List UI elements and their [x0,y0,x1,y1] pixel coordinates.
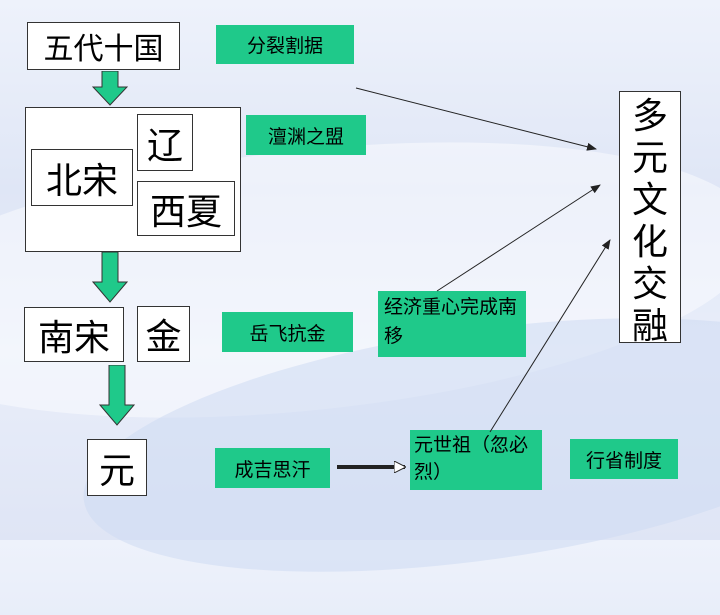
node-beisong: 北宋 [31,149,133,206]
arrow-yuanshizu-to-duoyuan [489,239,611,433]
label-fenlie-geju: 分裂割据 [216,25,354,64]
node-yuan: 元 [87,439,147,496]
node-wudai-shiguo: 五代十国 [27,22,180,70]
down-arrow-icon [92,71,128,106]
label-chengjisi-han: 成吉思汗 [215,448,330,488]
down-arrow-icon [99,365,135,426]
node-xixia: 西夏 [137,181,235,236]
label-jingji-zhongxin: 经济重心完成南移 [378,291,526,357]
label-yuan-shizu: 元世祖（忽必烈） [410,430,542,490]
down-arrow-icon [92,252,128,303]
label-xingsheng-zhidu: 行省制度 [570,439,678,479]
connector-arrows [337,87,611,540]
node-jin: 金 [137,306,190,362]
node-duoyuan-wenhua: 多元文化交融 [619,91,681,347]
arrow-jingji-to-duoyuan [436,184,601,292]
label-yuefei-kangjin: 岳飞抗金 [222,312,353,352]
node-nansong: 南宋 [24,307,124,362]
arrow-fenlie-to-duoyuan [355,87,597,151]
label-chanyuan-zhimeng: 澶渊之盟 [246,115,366,155]
node-liao: 辽 [137,114,193,171]
